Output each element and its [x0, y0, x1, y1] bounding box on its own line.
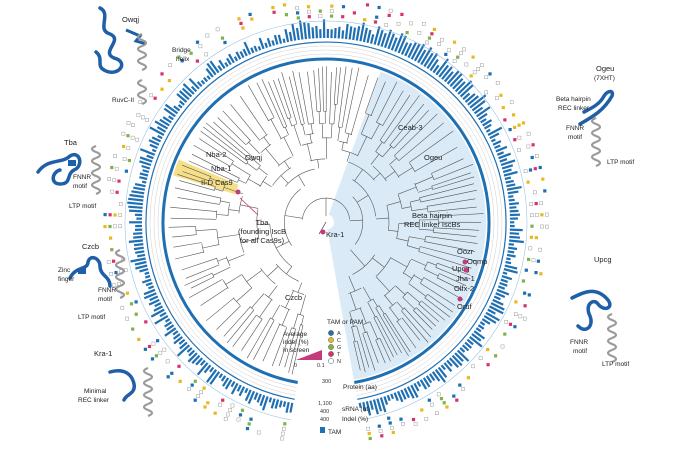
label-ceab3: Ceab-3: [398, 123, 423, 132]
struct-ogeu-title: Ogeu: [596, 64, 614, 73]
ring-tam-label: TAM: [328, 429, 341, 436]
struct-tba-label1: FNNR: [73, 174, 91, 181]
struct-ogeu-extra2-1: FNNR: [566, 125, 584, 132]
ring-protein-label: Protein (aa): [343, 384, 377, 391]
oruf-node: [458, 297, 463, 302]
ring-mrna-label: sRNA (nt): [342, 406, 370, 413]
struct-upcg-title: Upcg: [594, 255, 612, 264]
structure-owqj: Owqj Bridge helix RuvC-II: [96, 8, 191, 104]
label-oruf: Oruf: [457, 302, 473, 311]
label-jha1: Jha-1: [456, 274, 475, 283]
struct-upcg-label1: FNNR: [570, 339, 588, 346]
legend-base-dot-c: [328, 337, 333, 342]
struct-czcb-title: Czcb: [82, 242, 99, 251]
legend-indel-min: 0: [294, 363, 297, 369]
upcg-node: [464, 268, 469, 273]
struct-owqj-title: Owqj: [122, 15, 139, 24]
struct-tba-title: Tba: [64, 138, 78, 147]
ring-indel-value: 400: [320, 417, 329, 423]
struct-kra1-label1: Minimal: [84, 388, 107, 395]
label-olfx2: Olfx-2: [454, 284, 474, 293]
legend-base-label-c: C: [337, 338, 341, 344]
label-ogeu-tree: Ogeu: [424, 153, 442, 162]
label-oqmp: Oqmp: [467, 257, 487, 266]
struct-czcb-extra2-2: motif: [98, 296, 112, 303]
ring-mrna-top: 1,100: [318, 401, 332, 407]
tba-note-line3: for all Cas9s): [240, 236, 285, 245]
struct-upcg-extra: LTP motif: [602, 361, 629, 368]
struct-tba-extra: LTP motif: [69, 203, 96, 210]
label-nba2: Nba-2: [206, 150, 226, 159]
legend-base-label-g: G: [337, 345, 341, 351]
struct-czcb-label1: Zinc: [58, 267, 71, 274]
legend-base-label-a: A: [337, 331, 341, 337]
struct-czcb-label2: finger: [58, 276, 75, 283]
struct-upcg-label2: motif: [573, 348, 587, 355]
struct-owqj-label1: Bridge: [172, 47, 191, 54]
label-oozr: Oozr: [457, 247, 474, 256]
legend-base-dot-n: [328, 358, 333, 363]
tba-node: [236, 190, 241, 195]
struct-kra1-title: Kra-1: [94, 349, 112, 358]
struct-ogeu-label1: Beta hairpin: [556, 96, 591, 103]
ring-protein-value: 300: [322, 379, 331, 385]
struct-czcb-extra: LTP motif: [78, 314, 105, 321]
legend-base-label-n: N: [337, 359, 341, 365]
tba-note-line2: (founding IscB: [238, 227, 286, 236]
legend-base-dot-g: [328, 344, 333, 349]
struct-tba-label2: motif: [73, 183, 87, 190]
clade-label-line2: REC linker IscBs: [404, 220, 461, 229]
legend-indel-title-3: in screen: [283, 347, 310, 354]
structure-kra1: Kra-1 Minimal REC linker: [78, 349, 152, 416]
clade-label-line1: Beta hairpin: [412, 211, 452, 220]
structure-tba: Tba FNNR motif LTP motif: [38, 138, 100, 210]
label-nba1: Nba-1: [211, 164, 231, 173]
label-kra1-root: Kra-1: [326, 230, 344, 239]
struct-czcb-extra2-1: FNNR: [98, 287, 116, 294]
struct-ogeu-extra: LTP motif: [607, 159, 634, 166]
legend-tam-title: TAM or PAM: [327, 319, 363, 326]
structure-czcb: Czcb Zinc finger FNNR motif LTP motif: [58, 242, 124, 321]
struct-ogeu-subtitle: (7XHT): [594, 75, 615, 82]
tba-note-line1: Tba: [256, 218, 270, 227]
struct-owqj-extra: RuvC-II: [112, 97, 134, 104]
ring-mrna-bottom: 400: [320, 409, 329, 415]
oqmp-node: [463, 260, 468, 265]
legend-base-dot-a: [328, 330, 333, 335]
structure-upcg: Upcg FNNR motif LTP motif: [570, 255, 629, 368]
struct-owqj-label2: helix: [176, 56, 190, 63]
legend-base-dot-t: [328, 351, 333, 356]
label-owqj-tree: Owqj: [245, 153, 262, 162]
kra1-node: [321, 230, 326, 235]
struct-kra1-label2: REC linker: [78, 397, 110, 404]
structure-ogeu: Ogeu (7XHT) Beta hairpin REC linker FNNR…: [556, 64, 634, 166]
label-czcb-tree: Czcb: [285, 293, 302, 302]
ring-tam-swatch: [320, 427, 325, 433]
legend-indel-max: 0.1: [317, 363, 325, 369]
legend-indel-title-2: indel (%): [283, 339, 309, 346]
struct-ogeu-label2: REC linker: [558, 105, 590, 112]
ring-indel-label: Indel (%): [342, 416, 368, 423]
tba-pointer: [240, 198, 258, 215]
legend-indel-title-1: Average: [283, 331, 307, 338]
label-ii-d-cas9: II-D Cas9: [201, 178, 233, 187]
legend-base-label-t: T: [337, 352, 341, 358]
struct-ogeu-extra2-2: motif: [568, 134, 582, 141]
